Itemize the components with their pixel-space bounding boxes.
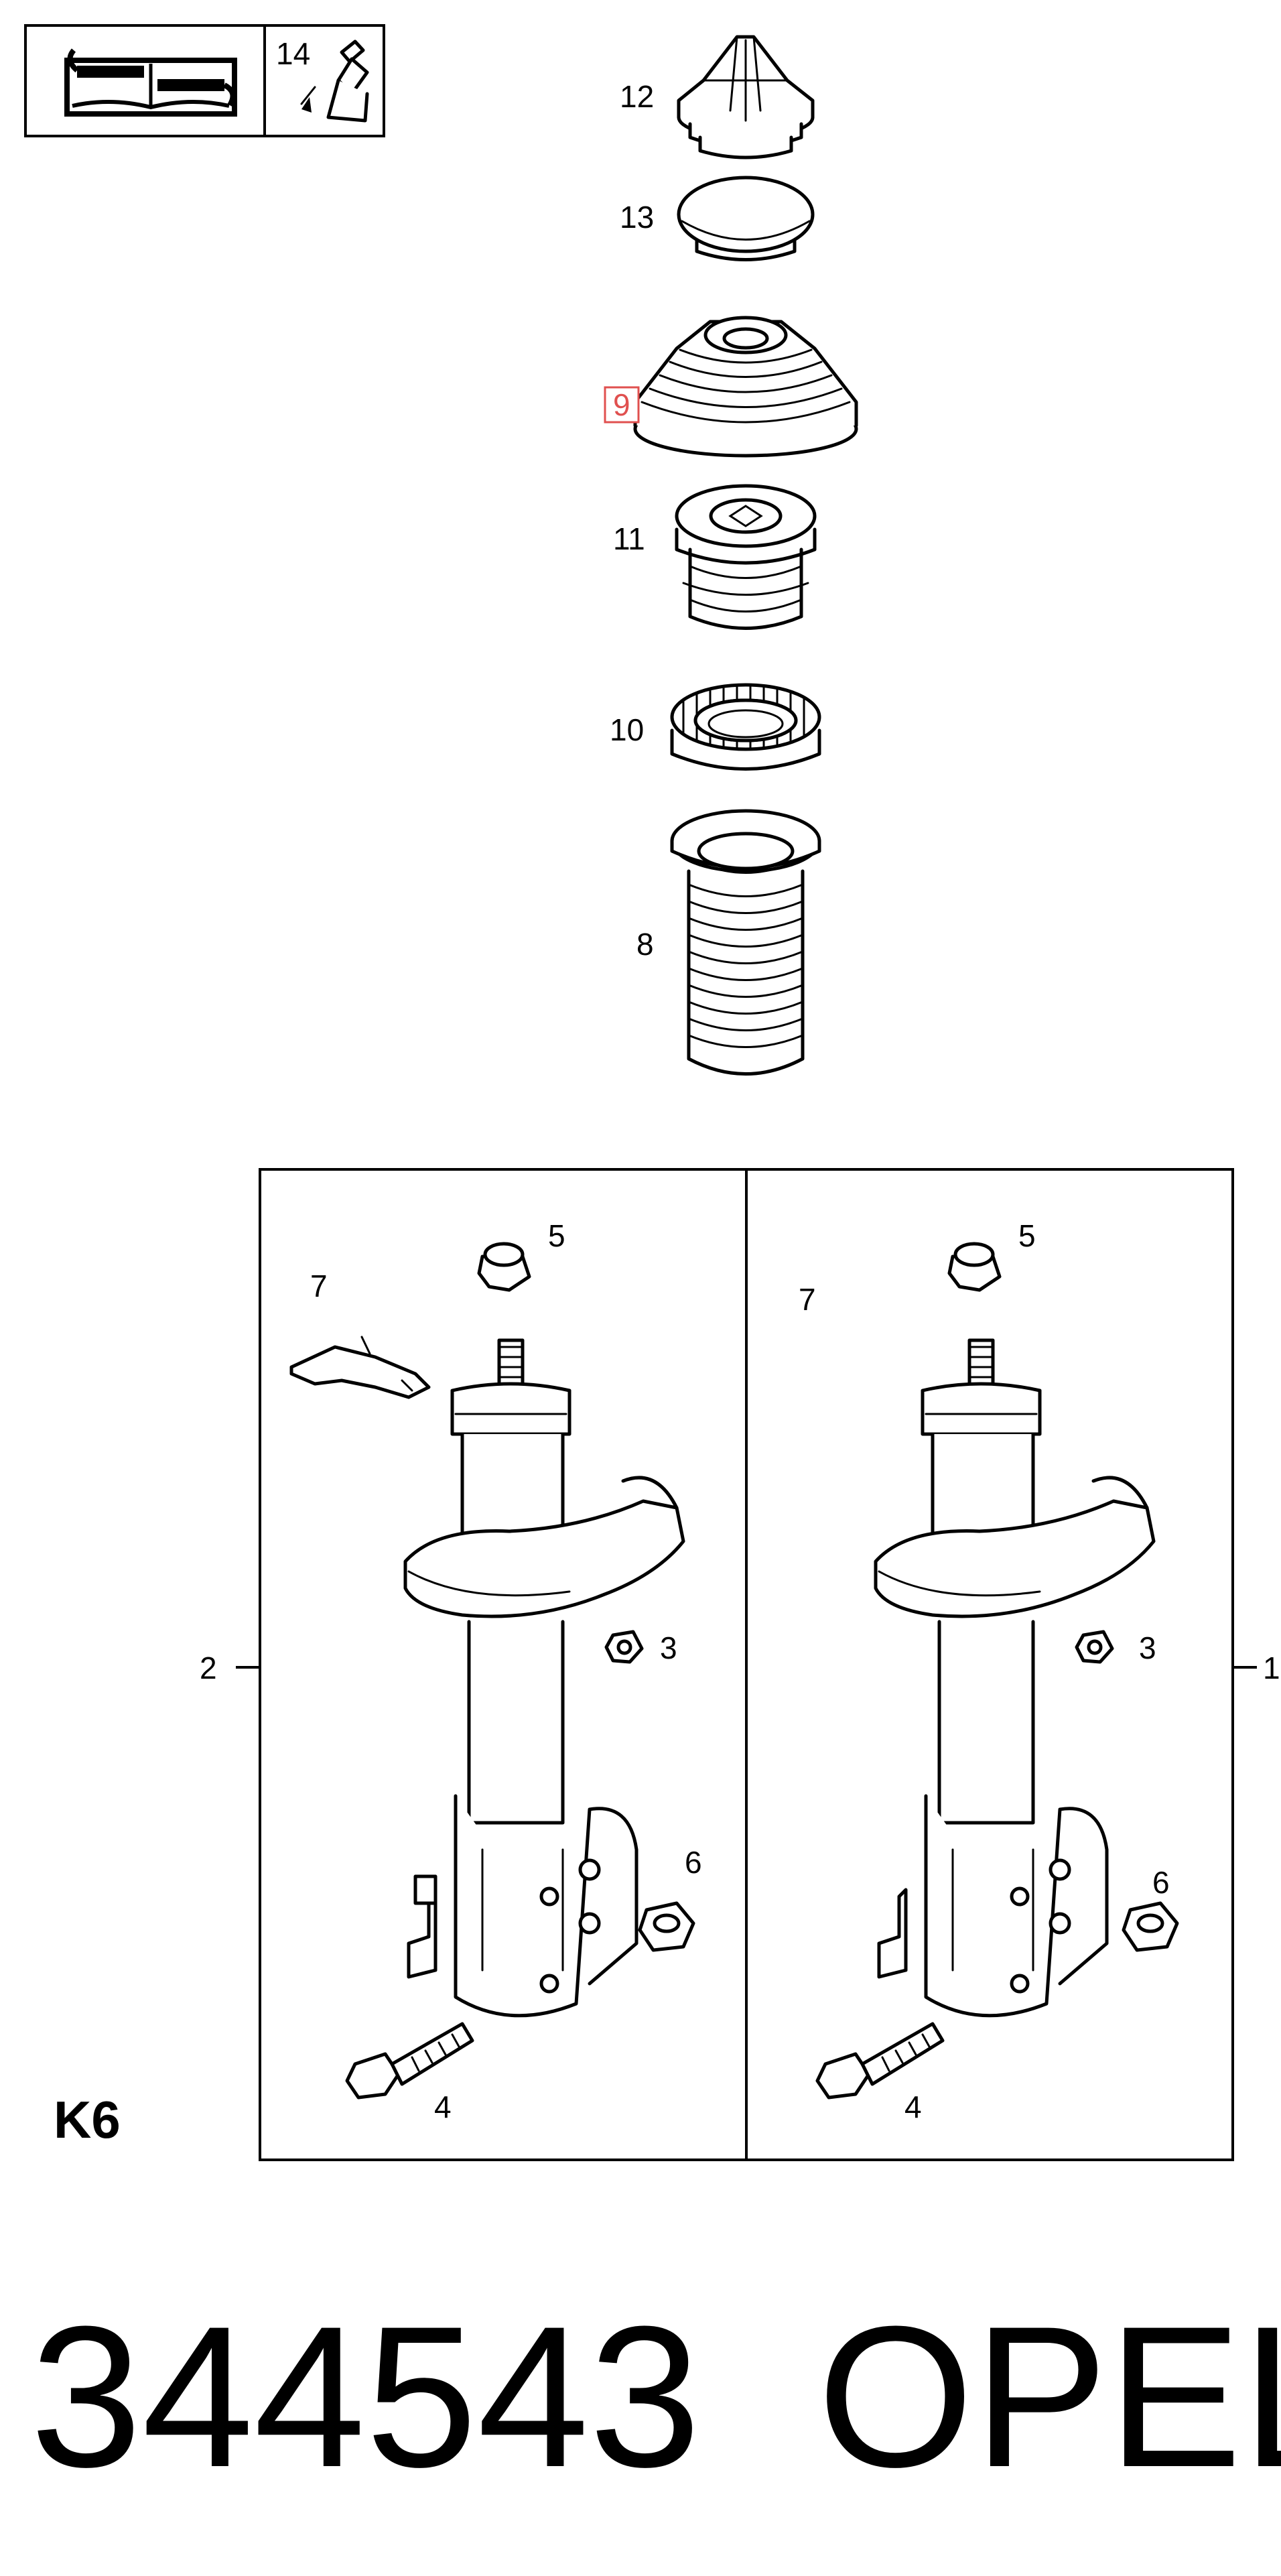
section-code: K6 (54, 2090, 121, 2149)
label-8: 8 (636, 927, 654, 962)
tool-info-box: 14 (24, 24, 385, 137)
left-nut-6[interactable] (638, 1901, 695, 1952)
right-bolt-4[interactable] (815, 2022, 945, 2100)
label-right-3: 3 (1139, 1630, 1156, 1665)
label-right-4: 4 (904, 2089, 922, 2124)
label-right-6: 6 (1152, 1865, 1170, 1900)
highlight-box-9 (604, 386, 640, 424)
part-13-dust-cap[interactable] (677, 176, 815, 261)
label-14: 14 (276, 36, 310, 71)
label-left-4: 4 (434, 2089, 452, 2124)
label-13: 13 (620, 200, 654, 235)
label-left-5: 5 (548, 1218, 565, 1253)
label-1: 1 (1263, 1651, 1280, 1685)
left-shock-absorber[interactable] (289, 1242, 685, 2018)
left-nut-3[interactable] (604, 1630, 644, 1664)
label-left-7: 7 (310, 1269, 328, 1303)
right-shock-absorber[interactable] (874, 1242, 1156, 2018)
lubricant-bottle-icon (300, 40, 369, 123)
part-10-bearing[interactable] (670, 683, 821, 771)
label-12: 12 (620, 79, 654, 114)
label-right-7: 7 (799, 1282, 816, 1317)
part-9-mount[interactable] (633, 316, 858, 458)
part-12-cap[interactable] (677, 35, 815, 159)
label-9: 9 (613, 387, 630, 422)
brand-name: OPEL (817, 2284, 1281, 2509)
label-right-5: 5 (1018, 1218, 1036, 1253)
right-nut-6[interactable] (1122, 1901, 1179, 1952)
shock-absorber-panel (236, 1168, 1257, 2161)
part-11-bump-stop[interactable] (675, 484, 817, 630)
wrench-book-icon (64, 48, 237, 117)
part-8-dust-boot[interactable] (670, 809, 821, 1076)
part-number: 344543 (30, 2284, 701, 2509)
label-left-6: 6 (685, 1845, 702, 1880)
label-11: 11 (613, 521, 645, 556)
label-left-3: 3 (660, 1630, 677, 1665)
label-10: 10 (610, 712, 644, 747)
left-bolt-4[interactable] (345, 2022, 474, 2100)
right-nut-3[interactable] (1075, 1630, 1114, 1664)
label-2: 2 (200, 1651, 217, 1685)
